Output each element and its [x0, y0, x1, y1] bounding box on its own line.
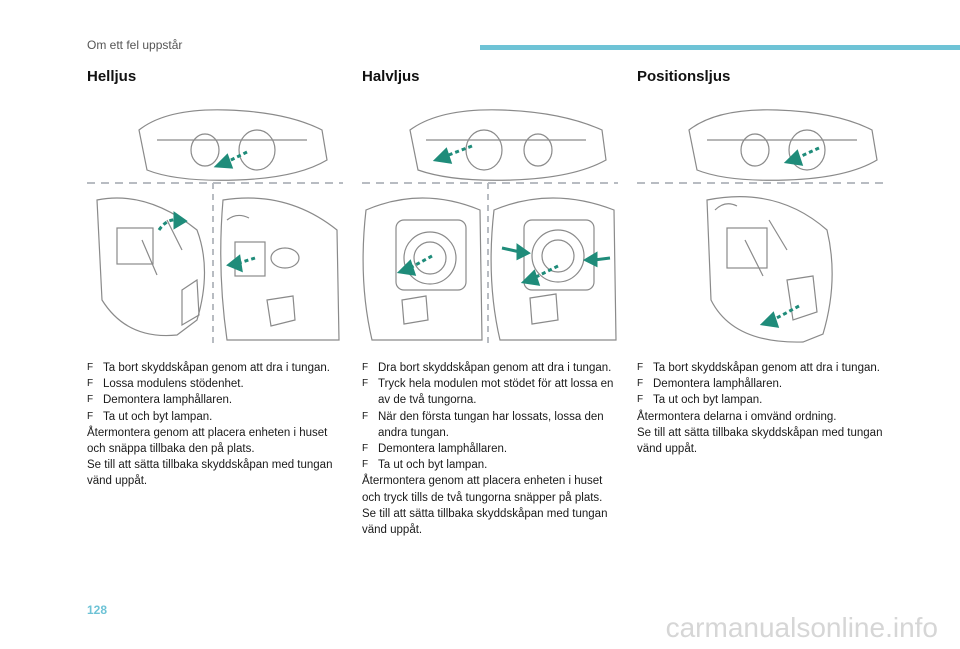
paragraph: Se till att sätta tillbaka skyddskåpan m…	[637, 426, 883, 456]
column-helljus: Helljus	[87, 68, 345, 85]
section-heading-helljus: Helljus	[87, 68, 137, 85]
page-number: 128	[87, 603, 108, 617]
section-heading-positionsljus: Positionsljus	[637, 68, 731, 85]
column-halvljus: Halvljus	[362, 68, 620, 85]
checkbox-bullet-icon: F	[637, 362, 644, 373]
checkbox-bullet-icon: F	[87, 362, 94, 373]
checkbox-bullet-icon: F	[637, 394, 644, 406]
checkbox-bullet-icon: F	[87, 394, 94, 406]
checkbox-bullet-icon: F	[637, 378, 644, 390]
paragraph: Återmontera genom att placera enheten i …	[362, 475, 603, 504]
checkbox-bullet-icon: F	[362, 378, 369, 390]
checkbox-bullet-icon: F	[362, 459, 369, 471]
paragraph: Se till att sätta tillbaka skyddskåpan m…	[362, 507, 608, 537]
checkbox-bullet-icon: F	[87, 378, 94, 390]
watermark: carmanualsonline.info	[665, 612, 938, 643]
header-accent-bar	[480, 45, 960, 50]
paragraph: Se till att sätta tillbaka skyddskåpan m…	[87, 459, 333, 488]
checkbox-bullet-icon: F	[362, 362, 369, 373]
headlight-high-beam-illustration	[87, 100, 343, 345]
checkbox-bullet-icon: F	[362, 443, 369, 455]
headlight-low-beam-illustration	[362, 100, 618, 345]
checkbox-bullet-icon: F	[362, 410, 369, 422]
paragraph: Återmontera genom att placera enheten i …	[87, 426, 328, 456]
headlight-position-light-illustration	[637, 100, 893, 345]
section-heading-halvljus: Halvljus	[362, 68, 420, 85]
column-positionsljus: Positionsljus	[637, 68, 895, 85]
paragraph: Återmontera delarna i omvänd ordning.	[637, 410, 837, 423]
section-header-title: Om ett fel uppstår	[87, 38, 183, 52]
checkbox-bullet-icon: F	[87, 410, 94, 422]
